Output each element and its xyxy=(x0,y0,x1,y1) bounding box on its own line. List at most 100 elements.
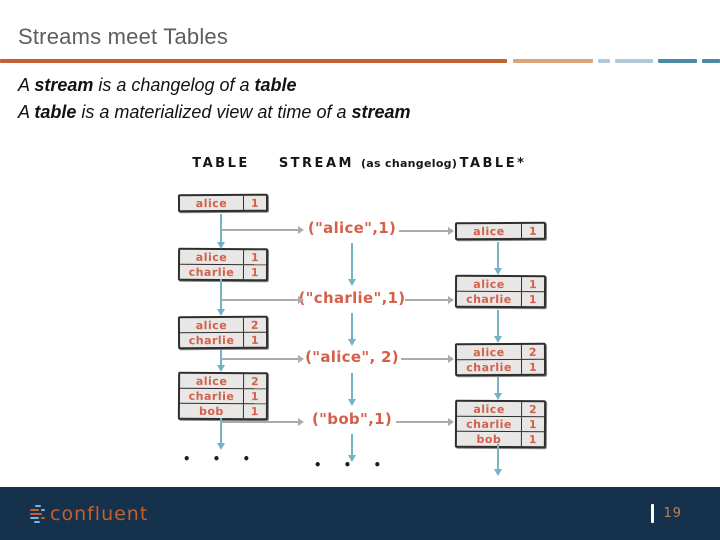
down-arrow-icon xyxy=(494,444,502,476)
column-header-note: (as changelog) xyxy=(360,157,458,170)
cell-key: alice xyxy=(473,345,505,359)
flow-arrow-icon xyxy=(221,296,304,303)
slide-title: Streams meet Tables xyxy=(18,24,229,49)
cell-value: 1 xyxy=(520,417,545,432)
bullet-line-1: A stream is a changelog of a table xyxy=(18,72,411,99)
cell-key: alice xyxy=(195,374,228,388)
logo-dash-row xyxy=(35,504,46,507)
cell-value: 1 xyxy=(242,404,266,419)
cell-value: 1 xyxy=(242,389,267,404)
bullet-list: A stream is a changelog of a table A tab… xyxy=(18,72,411,126)
cell-key: bob xyxy=(476,432,502,446)
divider-segment xyxy=(598,59,610,63)
table-row: alice 2 xyxy=(457,402,545,417)
bullet-text-bold: table xyxy=(34,102,77,122)
cell-key: alice xyxy=(473,402,505,416)
column-header-table-star: TABLE* xyxy=(460,156,527,171)
flow-arrow-icon xyxy=(221,418,304,425)
divider-segment xyxy=(658,59,697,63)
logo-dash xyxy=(30,516,39,519)
logo-dash xyxy=(30,508,39,511)
flow-arrow-icon xyxy=(399,227,454,234)
down-arrow-icon xyxy=(217,350,225,372)
down-arrow-icon xyxy=(217,214,225,249)
footer-separator: | xyxy=(651,504,655,523)
cell-key: bob xyxy=(198,404,224,418)
cell-value: 1 xyxy=(521,359,545,374)
page-number: 19 xyxy=(663,506,682,521)
bullet-text: is a materialized view at time of a xyxy=(76,102,352,122)
cell-key: charlie xyxy=(466,417,512,431)
cell-value: 1 xyxy=(521,277,545,292)
cell-value: 1 xyxy=(520,432,544,447)
table-row: bob 1 xyxy=(179,402,266,419)
table-row: bob 1 xyxy=(456,430,544,447)
cell-key: alice xyxy=(195,196,228,210)
column-header-label: STREAM xyxy=(278,156,354,171)
column-header-label: TABLE xyxy=(192,156,250,171)
table-row: charlie 1 xyxy=(456,415,545,432)
logo-dash xyxy=(30,512,42,515)
slide-footer: confluent | 19 xyxy=(0,487,720,540)
down-arrow-icon xyxy=(494,377,502,400)
logo-dash xyxy=(41,516,45,519)
table-state-right-4: alice 2 charlie 1 bob 1 xyxy=(454,399,547,449)
cell-key: alice xyxy=(195,318,228,332)
logo-dash xyxy=(35,504,41,507)
stream-record-2: ("charlie",1) xyxy=(298,289,406,307)
page-info: | 19 xyxy=(651,504,682,523)
down-arrow-icon xyxy=(348,243,356,286)
cell-value: 2 xyxy=(520,344,544,359)
ellipsis: • • • xyxy=(182,452,260,466)
divider-segment xyxy=(702,59,720,63)
down-arrow-icon xyxy=(494,310,502,343)
flow-arrow-icon xyxy=(221,355,304,362)
bullet-text: A xyxy=(18,102,35,122)
logo-dash-row xyxy=(30,508,46,511)
flow-arrow-icon xyxy=(396,418,454,425)
down-arrow-icon xyxy=(217,279,225,316)
cell-value: 2 xyxy=(243,374,267,389)
title-divider xyxy=(0,59,720,63)
divider-segment xyxy=(615,59,653,63)
down-arrow-icon xyxy=(348,373,356,406)
column-header-label: TABLE* xyxy=(459,156,527,171)
bullet-text: is a changelog of a xyxy=(93,75,255,95)
table-row: alice 1 xyxy=(457,277,545,292)
column-header-table: TABLE xyxy=(192,156,250,171)
bullet-text-bold: table xyxy=(254,75,297,95)
logo-dash-row xyxy=(30,512,46,515)
table-row: alice 2 xyxy=(180,317,266,333)
confluent-wordmark: confluent xyxy=(50,502,149,525)
bullet-text-bold: stream xyxy=(351,102,411,122)
cell-value: 1 xyxy=(520,223,545,238)
down-arrow-icon xyxy=(217,418,225,450)
bullet-text-bold: stream xyxy=(34,75,94,95)
cell-key: charlie xyxy=(466,292,512,306)
flow-arrow-icon xyxy=(405,296,454,303)
cell-key: alice xyxy=(473,277,505,291)
logo-dash-row xyxy=(30,516,46,519)
cell-value: 2 xyxy=(242,317,266,332)
cell-value: 2 xyxy=(521,402,545,417)
table-row: alice 2 xyxy=(180,374,267,389)
down-arrow-icon xyxy=(348,313,356,346)
bullet-text: A xyxy=(18,75,35,95)
table-row: alice 2 xyxy=(457,344,544,360)
divider-segment xyxy=(0,59,507,63)
